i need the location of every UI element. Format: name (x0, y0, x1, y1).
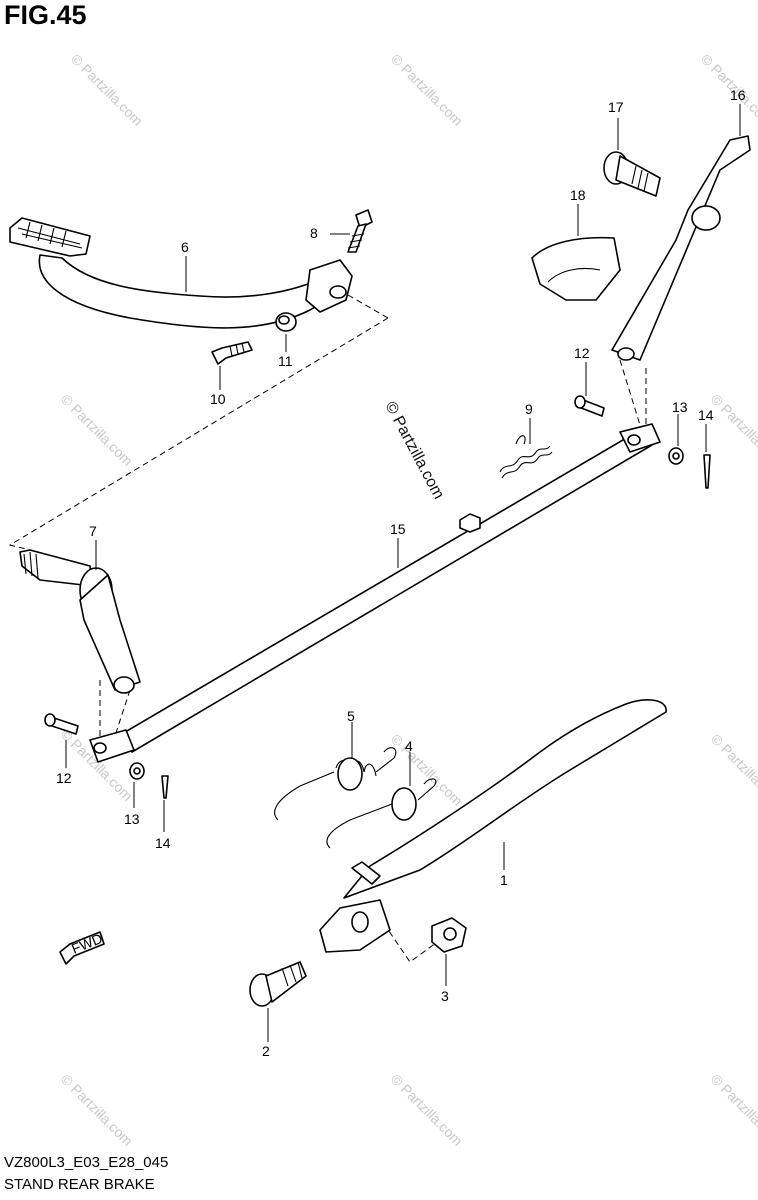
spring-5 (274, 747, 397, 821)
watermark: © Partzilla.com (58, 1071, 136, 1149)
arm-7 (19, 549, 141, 694)
fwd-arrow: FWD (59, 930, 105, 965)
leader-lines (65, 104, 741, 1042)
cover-18 (531, 236, 621, 301)
section-title: STAND REAR BRAKE (4, 1176, 155, 1193)
side-stand-1 (319, 699, 667, 953)
washer-13-right (668, 447, 684, 465)
bolt-17 (603, 151, 661, 197)
watermark: © Partzilla.com (68, 51, 146, 129)
watermark: © Partzilla.com (708, 1071, 758, 1149)
callout-3: 3 (441, 988, 449, 1004)
washer-13-left (129, 762, 145, 780)
callout-12-right: 12 (574, 345, 590, 361)
callout-18: 18 (570, 187, 586, 203)
watermark: © Partzilla.com (58, 391, 136, 469)
callout-9: 9 (525, 401, 533, 417)
watermarks: © Partzilla.com © Partzilla.com © Partzi… (58, 51, 758, 1149)
callout-4: 4 (405, 738, 413, 754)
nut-3 (431, 917, 467, 953)
clevis-left (89, 729, 135, 763)
cotter-pin-14-right (703, 454, 711, 489)
fwd-label: FWD (69, 930, 105, 957)
callout-17: 17 (608, 99, 624, 115)
callout-1: 1 (500, 872, 508, 888)
callout-7: 7 (89, 523, 97, 539)
callout-2: 2 (262, 1043, 270, 1059)
watermark-center: © Partzilla.com (381, 399, 447, 502)
nut-on-rod (459, 513, 481, 533)
bolt-10 (211, 341, 253, 365)
callout-13-right: 13 (672, 399, 688, 415)
lever-16 (611, 135, 751, 361)
callout-6: 6 (181, 239, 189, 255)
callout-11: 11 (278, 353, 293, 369)
watermark: © Partzilla.com (698, 51, 758, 129)
callout-12-left: 12 (56, 770, 72, 786)
callout-10: 10 (210, 391, 226, 407)
callout-13-left: 13 (124, 811, 140, 827)
watermark: © Partzilla.com (708, 391, 758, 469)
cotter-pin-14-left (161, 775, 169, 799)
spring-4 (326, 778, 437, 849)
figure-title: FIG.45 (4, 0, 87, 30)
callout-5: 5 (347, 708, 355, 724)
brake-pedal (9, 217, 353, 329)
watermark: © Partzilla.com (388, 51, 466, 129)
watermark: © Partzilla.com (388, 1071, 466, 1149)
rod-15 (119, 429, 653, 753)
callout-16: 16 (730, 87, 746, 103)
watermark: © Partzilla.com (708, 731, 758, 809)
assembly-lines (8, 294, 647, 963)
callout-15: 15 (390, 521, 406, 537)
bolt-8 (347, 209, 373, 253)
callout-8: 8 (310, 225, 318, 241)
callout-14-right: 14 (698, 407, 714, 423)
clevis-right (619, 423, 661, 453)
pin-12-left (44, 713, 79, 735)
bolt-2 (249, 961, 307, 1007)
pin-12-right (574, 395, 605, 417)
callout-14-left: 14 (155, 835, 171, 851)
callouts: 1 2 3 4 5 6 7 8 9 10 11 12 12 13 13 14 1… (56, 87, 746, 1059)
bushing-11 (275, 312, 297, 332)
model-code: VZ800L3_E03_E28_045 (4, 1154, 169, 1171)
spring-9 (499, 435, 553, 479)
